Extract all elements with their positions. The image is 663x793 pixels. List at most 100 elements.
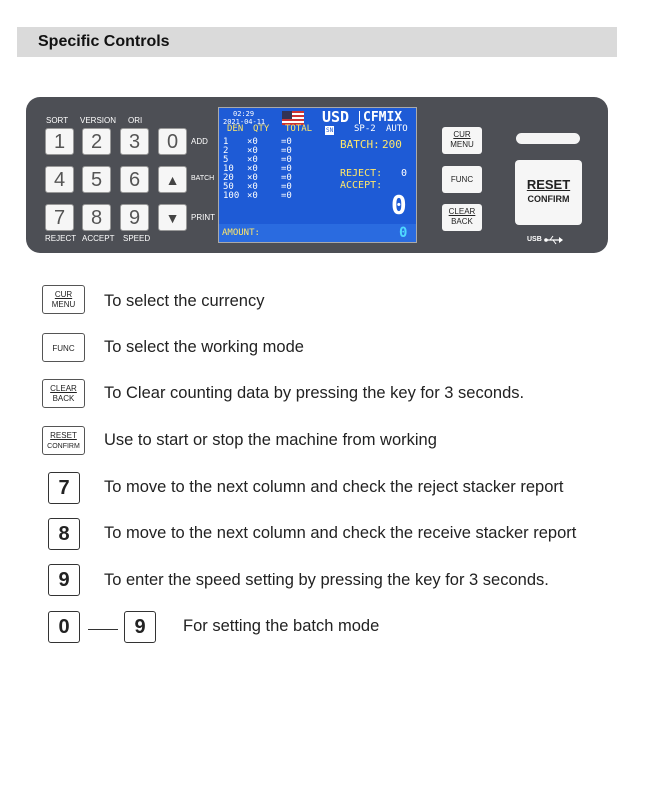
key-7-icon: 7 xyxy=(48,472,80,504)
lcd-col-den: DEN xyxy=(227,124,244,134)
key-5[interactable]: 5 xyxy=(82,166,111,193)
lcd-divider xyxy=(359,111,360,124)
key-top-label: RESET xyxy=(50,431,77,440)
lcd-sensor: SP-2 xyxy=(354,124,376,134)
key-8[interactable]: 8 xyxy=(82,204,111,231)
reset-confirm-key-icon: RESET CONFIRM xyxy=(42,426,85,455)
section-title: Specific Controls xyxy=(38,33,170,50)
clear-back-key-icon: CLEAR BACK xyxy=(42,379,85,408)
lcd-auto: AUTO xyxy=(386,124,408,134)
lcd-row-den: 5 xyxy=(223,155,229,165)
lcd-row-qty: ×0 xyxy=(247,173,258,183)
lcd-row-qty: ×0 xyxy=(247,182,258,192)
section-header: Specific Controls xyxy=(17,27,617,57)
cur-menu-button[interactable]: CUR MENU xyxy=(442,127,482,154)
indicator-slot xyxy=(516,133,580,144)
lcd-row-den: 1 xyxy=(223,137,229,147)
reset-confirm-button[interactable]: RESET CONFIRM xyxy=(515,160,582,225)
lcd-amount-label: AMOUNT: xyxy=(222,228,260,238)
key-bottom-label: MENU xyxy=(51,300,76,309)
key-9-description: To enter the speed setting by pressing t… xyxy=(104,571,549,589)
lcd-row-total: =0 xyxy=(281,137,292,147)
clear-label: CLEAR xyxy=(448,207,476,216)
lcd-reject-value: 0 xyxy=(401,168,408,179)
key-9[interactable]: 9 xyxy=(120,204,149,231)
cur-menu-description: To select the currency xyxy=(104,292,265,310)
lcd-row-qty: ×0 xyxy=(247,155,258,165)
usb-icon xyxy=(544,235,563,245)
lcd-currency: USD xyxy=(322,108,350,126)
reset-label: RESET xyxy=(526,177,571,192)
key-1[interactable]: 1 xyxy=(45,128,74,155)
key-7[interactable]: 7 xyxy=(45,204,74,231)
key-0-icon: 0 xyxy=(48,611,80,643)
lcd-batch-value: 200 xyxy=(382,138,402,151)
key-top-label: CUR xyxy=(54,290,73,299)
clear-back-description: To Clear counting data by pressing the k… xyxy=(104,384,525,402)
key-8-icon: 8 xyxy=(48,518,80,550)
lcd-row-qty: ×0 xyxy=(247,164,258,174)
lcd-row-total: =0 xyxy=(281,164,292,174)
add-label: ADD xyxy=(191,137,208,146)
lcd-count: 0 xyxy=(391,191,407,221)
key-2[interactable]: 2 xyxy=(82,128,111,155)
key-4[interactable]: 4 xyxy=(45,166,74,193)
lcd-row-qty: ×0 xyxy=(247,137,258,147)
lcd-amount-value: 0 xyxy=(399,225,408,241)
lcd-display: 02:29 2021-04-11 USD CFMIX DEN QTY TOTAL… xyxy=(218,107,417,243)
lcd-row-den: 100 xyxy=(223,191,240,201)
lcd-column-bar: DEN QTY TOTAL SN SP-2 AUTO xyxy=(219,124,416,135)
usb-label: USB xyxy=(527,236,542,243)
lcd-col-qty: QTY xyxy=(253,124,270,134)
reject-label: REJECT xyxy=(45,234,77,243)
print-label: PRINT xyxy=(191,213,215,222)
confirm-label: CONFIRM xyxy=(527,194,570,204)
back-label: BACK xyxy=(451,217,473,226)
key-bottom-label: BACK xyxy=(52,394,75,403)
up-arrow-icon[interactable]: ▲ xyxy=(158,166,187,193)
lcd-amount-bar: AMOUNT: 0 xyxy=(219,224,416,242)
speed-label: SPEED xyxy=(123,234,151,243)
lcd-row-total: =0 xyxy=(281,155,292,165)
batch-label: BATCH xyxy=(191,175,215,182)
lcd-accept-label: ACCEPT: xyxy=(340,180,383,191)
lcd-mode: CFMIX xyxy=(363,110,403,125)
lcd-row-qty: ×0 xyxy=(247,146,258,156)
us-flag-icon xyxy=(282,111,304,125)
lcd-row-den: 10 xyxy=(223,164,234,174)
lcd-row-total: =0 xyxy=(281,182,292,192)
key-top-label: CLEAR xyxy=(50,384,77,393)
menu-label: MENU xyxy=(450,140,474,149)
lcd-row-total: =0 xyxy=(281,191,292,201)
key-9-range-icon: 9 xyxy=(124,611,156,643)
accept-label: ACCEPT xyxy=(82,234,115,243)
sort-label: SORT xyxy=(46,116,69,125)
lcd-row-den: 2 xyxy=(223,146,229,156)
range-dash xyxy=(88,629,118,630)
ori-label: ORI xyxy=(128,116,143,125)
func-key-icon: FUNC xyxy=(42,333,85,362)
key-8-description: To move to the next column and check the… xyxy=(104,524,577,542)
lcd-row-qty: ×0 xyxy=(247,191,258,201)
lcd-row-den: 50 xyxy=(223,182,234,192)
key-7-description: To move to the next column and check the… xyxy=(104,478,564,496)
lcd-date: 2021-04-11 xyxy=(223,118,266,126)
lcd-reject-label: REJECT: xyxy=(340,168,383,179)
key-6[interactable]: 6 xyxy=(120,166,149,193)
key-9-icon: 9 xyxy=(48,564,80,596)
lcd-sn-badge: SN xyxy=(325,126,335,135)
version-label: VERSION xyxy=(80,116,117,125)
key-3[interactable]: 3 xyxy=(120,128,149,155)
func-label: FUNC xyxy=(450,175,474,184)
down-arrow-icon[interactable]: ▼ xyxy=(158,204,187,231)
lcd-time: 02:29 xyxy=(233,110,255,118)
clear-back-button[interactable]: CLEAR BACK xyxy=(442,204,482,231)
func-button[interactable]: FUNC xyxy=(442,166,482,193)
lcd-batch-label: BATCH: xyxy=(340,138,380,151)
cur-menu-key-icon: CUR MENU xyxy=(42,285,85,314)
lcd-col-total: TOTAL xyxy=(285,124,313,134)
key-0[interactable]: 0 xyxy=(158,128,187,155)
lcd-row-total: =0 xyxy=(281,173,292,183)
key-top-label: FUNC xyxy=(52,344,75,353)
key-bottom-label: CONFIRM xyxy=(47,443,80,450)
